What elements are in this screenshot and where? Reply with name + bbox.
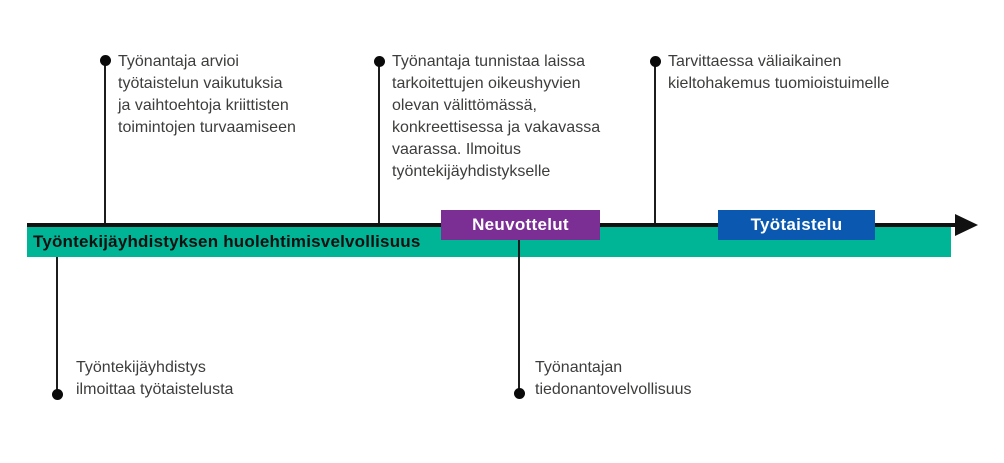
connector-dot [650, 56, 661, 67]
annotation-employer-assessment: Työnantaja arvioi työtaistelun vaikutuks… [118, 53, 296, 136]
connector-line [378, 61, 380, 223]
connector-dot [100, 55, 111, 66]
annotation-employer-information-duty: Työnantajan tiedonantovelvollisuus [535, 359, 692, 398]
connector-dot [374, 56, 385, 67]
phase-label-tyotaistelu: Työtaistelu [750, 215, 843, 234]
connector-dot [514, 388, 525, 399]
annotation-employer-identifies-danger: Työnantaja tunnistaa laissa tarkoitettuj… [392, 53, 601, 180]
connector-line [654, 61, 656, 223]
connector-dot [52, 389, 63, 400]
annotation-union-announces-action: Työntekijäyhdistys ilmoittaa työtaistelu… [76, 359, 234, 398]
phase-box-tyotaistelu: Työtaistelu [718, 210, 875, 240]
timeline-arrowhead-icon [955, 214, 978, 236]
annotation-injunction-application: Tarvittaessa väliaikainen kieltohakemus … [668, 53, 890, 92]
connector-line [104, 60, 106, 223]
phase-box-neuvottelut: Neuvottelut [441, 210, 600, 240]
duty-bar-label: Työntekijäyhdistyksen huolehtimisvelvoll… [33, 232, 421, 251]
connector-line [56, 257, 58, 394]
phase-label-neuvottelut: Neuvottelut [472, 215, 569, 234]
connector-line [518, 240, 520, 393]
